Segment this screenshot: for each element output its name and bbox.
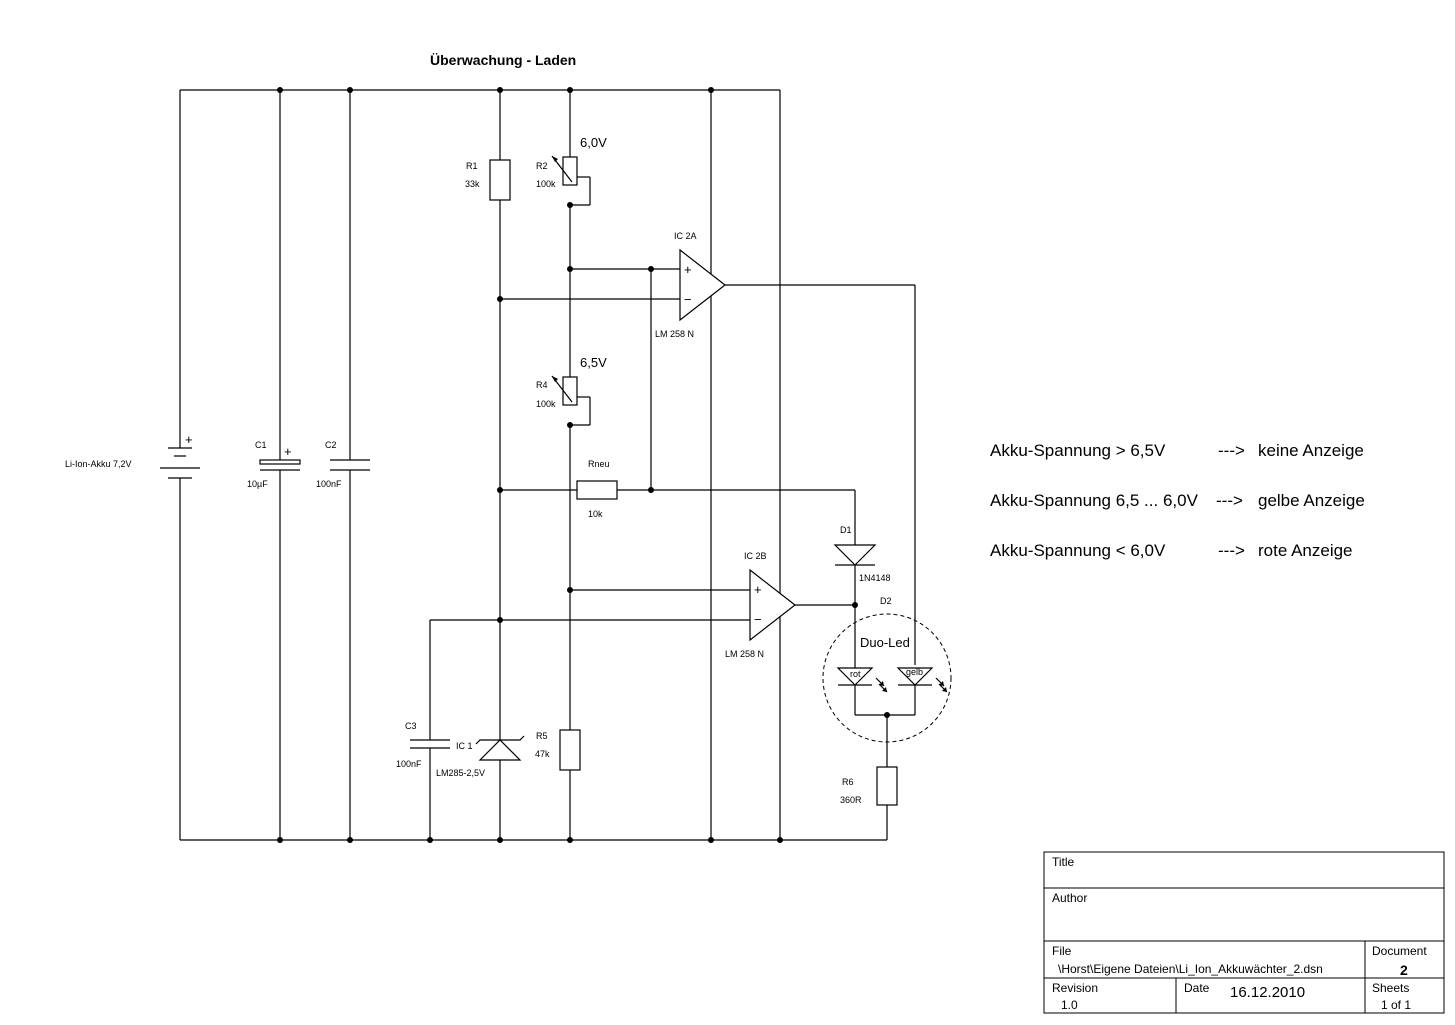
tb-file-value: \Horst\Eigene Dateien\Li_Ion_Akkuwächter… — [1058, 962, 1323, 976]
c3-ref: C3 — [405, 721, 417, 731]
note-3-result: rote Anzeige — [1258, 541, 1353, 560]
note-1-arrow: ---> — [1218, 441, 1245, 460]
reference-ic1: IC 1 LM285-2,5V — [436, 735, 525, 778]
d2-value: Duo-Led — [860, 635, 910, 650]
note-1-result: keine Anzeige — [1258, 441, 1364, 460]
r2-ref: R2 — [536, 161, 548, 171]
r6-value: 360R — [840, 795, 862, 805]
tb-revision-label: Revision — [1052, 981, 1098, 995]
d1-value: 1N4148 — [859, 573, 891, 583]
r6-ref: R6 — [842, 777, 854, 787]
c1-plus-sign: + — [284, 444, 292, 459]
c2-value: 100nF — [316, 479, 342, 489]
tb-file-label: File — [1052, 944, 1072, 958]
capacitor-c1: + C1 10µF — [247, 440, 301, 489]
r5-value: 47k — [535, 749, 550, 759]
ic1-value: LM285-2,5V — [436, 768, 485, 778]
tb-revision-value: 1.0 — [1061, 998, 1078, 1012]
r1-value: 33k — [465, 179, 480, 189]
ic2b-minus: − — [754, 612, 762, 627]
d2-ref: D2 — [880, 596, 892, 606]
c2-ref: C2 — [325, 440, 337, 450]
battery-label: Li-Ion-Akku 7,2V — [65, 459, 132, 469]
c1-value: 10µF — [247, 479, 268, 489]
note-2-arrow: ---> — [1216, 491, 1243, 510]
resistor-r6: R6 360R — [840, 766, 898, 806]
ic2a-plus: + — [684, 262, 692, 277]
led-yellow-label: gelb — [906, 667, 923, 677]
note-2-result: gelbe Anzeige — [1258, 491, 1365, 510]
rneu-value: 10k — [588, 509, 603, 519]
led-red-label: rot — [850, 669, 861, 679]
opamp-ic2a: + − IC 2A LM 258 N — [655, 231, 726, 339]
r2-setting: 6,0V — [580, 135, 607, 150]
r4-setting: 6,5V — [580, 355, 607, 370]
tb-sheets-label: Sheets — [1372, 981, 1409, 995]
resistor-r1: R1 33k — [465, 159, 511, 201]
ic2b-plus: + — [754, 582, 762, 597]
ic2b-ref: IC 2B — [744, 551, 767, 561]
c3-value: 100nF — [396, 759, 422, 769]
r5-ref: R5 — [536, 731, 548, 741]
ic1-ref: IC 1 — [456, 741, 473, 751]
status-notes: Akku-Spannung > 6,5V ---> keine Anzeige … — [990, 441, 1365, 560]
wires — [179, 89, 916, 841]
ic2a-value: LM 258 N — [655, 329, 694, 339]
note-2-condition: Akku-Spannung 6,5 ... 6,0V — [990, 491, 1199, 510]
tb-document-label: Document — [1372, 944, 1427, 958]
rneu-ref: Rneu — [588, 459, 610, 469]
r4-value: 100k — [536, 399, 556, 409]
tb-date-value: 16.12.2010 — [1230, 984, 1305, 1001]
duo-led-d2: D2 Duo-Led rot gelb — [822, 596, 952, 743]
potentiometer-r2: 6,0V R2 100k — [536, 135, 607, 189]
ic2a-minus: − — [684, 292, 692, 307]
r4-ref: R4 — [536, 380, 548, 390]
junction-dots — [277, 87, 890, 843]
ic2b-value: LM 258 N — [725, 649, 764, 659]
tb-title-label: Title — [1052, 855, 1075, 869]
ic2a-ref: IC 2A — [674, 231, 697, 241]
tb-sheets-value: 1 of 1 — [1381, 998, 1411, 1012]
battery: + Li-Ion-Akku 7,2V — [65, 432, 200, 479]
tb-date-label: Date — [1184, 981, 1210, 995]
r1-ref: R1 — [466, 161, 478, 171]
tb-document-value: 2 — [1400, 962, 1408, 978]
c1-ref: C1 — [255, 440, 267, 450]
note-3-arrow: ---> — [1218, 541, 1245, 560]
resistor-r5: R5 47k — [535, 729, 581, 771]
d1-ref: D1 — [840, 525, 852, 535]
tb-author-label: Author — [1052, 891, 1087, 905]
capacitor-c2: C2 100nF — [316, 440, 370, 489]
opamp-ic2b: + − IC 2B LM 258 N — [725, 551, 796, 659]
resistor-rneu: Rneu 10k — [576, 459, 618, 519]
title-block: Title Author File \Horst\Eigene Dateien\… — [1043, 851, 1445, 1014]
schematic-title: Überwachung - Laden — [430, 52, 576, 68]
note-1-condition: Akku-Spannung > 6,5V — [990, 441, 1166, 460]
capacitor-c3: C3 100nF — [396, 721, 450, 769]
potentiometer-r4: 6,5V R4 100k — [536, 355, 607, 409]
r2-value: 100k — [536, 179, 556, 189]
note-3-condition: Akku-Spannung < 6,0V — [990, 541, 1166, 560]
battery-plus-sign: + — [185, 432, 193, 447]
diode-d1: D1 1N4148 — [833, 525, 891, 583]
